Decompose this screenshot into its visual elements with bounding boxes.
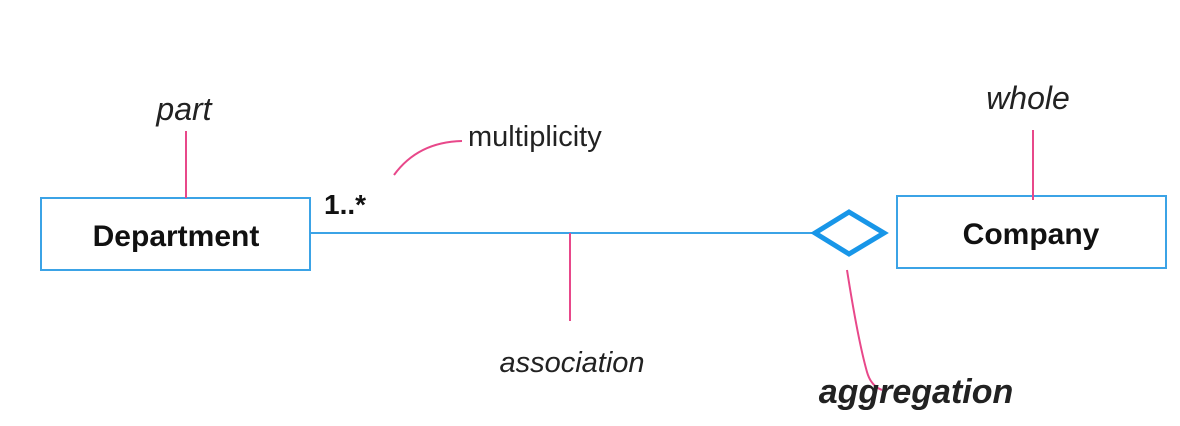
multiplicity-value: 1..* — [324, 189, 366, 220]
aggregation-callout-line — [846, 269, 883, 391]
department-label: Department — [93, 220, 260, 253]
aggregation-annotation: aggregation — [819, 373, 1014, 411]
association-annotation: association — [499, 347, 644, 379]
whole-annotation: whole — [986, 80, 1070, 116]
multiplicity-callout-line — [393, 140, 463, 176]
company-box — [896, 195, 1167, 269]
multiplicity-annotation: multiplicity — [468, 121, 602, 153]
company-class: Company — [896, 195, 1167, 269]
department-class: Department — [40, 197, 311, 271]
aggregation-diamond — [810, 209, 889, 257]
company-label: Company — [963, 218, 1100, 251]
department-box — [40, 197, 311, 271]
part-annotation: part — [155, 91, 212, 127]
